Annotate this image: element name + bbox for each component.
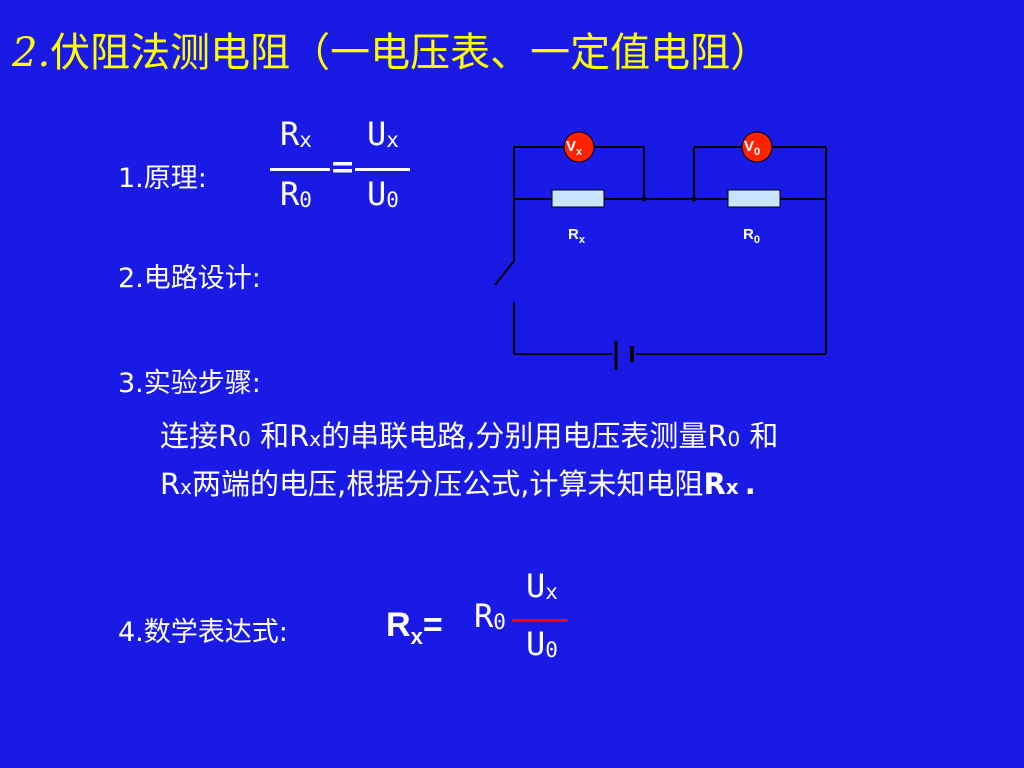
voltmeter-v0-label: V0 [744, 138, 761, 158]
section-label: 电路设计: [143, 263, 261, 294]
switch-blade [494, 260, 515, 286]
resistor-rx-label: Rx [568, 226, 585, 246]
resistor-rx [551, 189, 605, 208]
equals-sign: = [330, 150, 356, 185]
title-main: 伏阻法测电阻 [50, 30, 291, 76]
fraction-bar [270, 168, 330, 171]
circuit-diagram [494, 131, 827, 370]
expression-factor: R0 [474, 597, 506, 635]
formula-lhs-numerator: Rx [280, 115, 312, 153]
section-steps: 3.实验步骤: [118, 361, 261, 400]
voltmeter-vx [563, 131, 595, 163]
section-principle: 1.原理: [118, 156, 207, 195]
voltmeter-v0 [741, 131, 773, 163]
voltmeter-vx-label: Vx [566, 138, 583, 158]
section-num: 3. [118, 368, 144, 399]
formula-rhs-denominator: U0 [367, 175, 399, 213]
formula-lhs-denominator: R0 [280, 175, 312, 213]
section-design: 2.电路设计: [118, 256, 261, 295]
expression-lhs: Rx= [386, 606, 443, 649]
section-expression: 4.数学表达式: [118, 610, 288, 649]
title-number: 2. [12, 30, 51, 76]
title-paren: （一电压表、一定值电阻） [290, 30, 771, 76]
resistor-r0-label: R0 [743, 226, 760, 246]
section-num: 4. [118, 617, 144, 648]
section-num: 1. [118, 163, 144, 194]
section-num: 2. [118, 263, 144, 294]
principle-formula: Rx R0 = Ux U0 [270, 115, 415, 225]
expression-denominator: U0 [526, 625, 558, 663]
page-title: 2.伏阻法测电阻（一电压表、一定值电阻） [12, 20, 770, 78]
fraction-bar [355, 168, 410, 171]
formula-rhs-numerator: Ux [367, 115, 399, 153]
resistor-r0 [727, 189, 781, 208]
section-label: 原理: [143, 163, 207, 194]
section-label: 数学表达式: [143, 617, 288, 648]
fraction-bar [512, 619, 568, 622]
expression-numerator: Ux [526, 567, 558, 605]
steps-line-1: 连接R0 和Rx的串联电路,分别用电压表测量R0 和 [160, 419, 779, 453]
section-label: 实验步骤: [143, 368, 261, 399]
steps-line-2: Rx两端的电压,根据分压公式,计算未知电阻Rx. [160, 467, 756, 501]
